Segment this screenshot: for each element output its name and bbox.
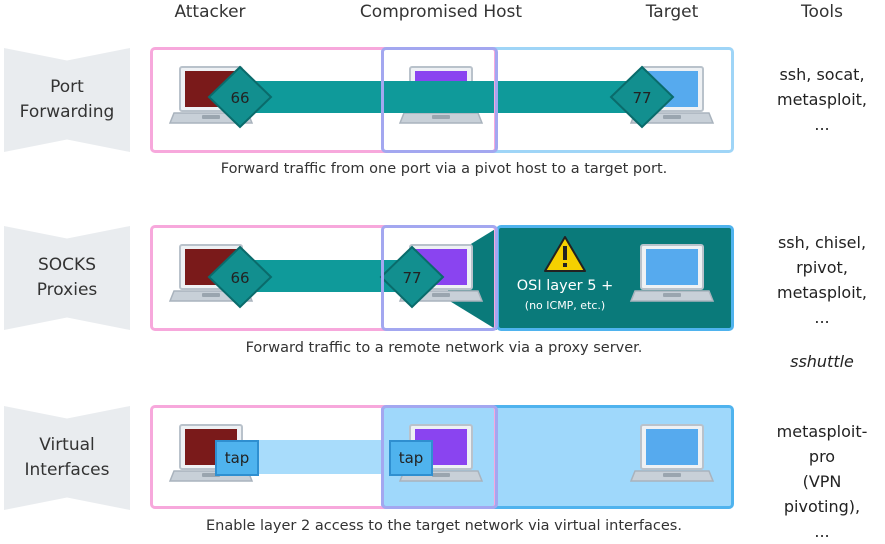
tap-interface-attacker: tap <box>215 440 259 476</box>
row-label-socks-proxies: SOCKS Proxies <box>4 226 130 330</box>
host-frame <box>381 225 498 331</box>
header-tools: Tools <box>801 2 843 22</box>
svg-text:66: 66 <box>230 89 249 107</box>
tools-port-forwarding: ssh, socat, metasploit, ... <box>776 65 868 134</box>
header-target: Target <box>645 2 699 22</box>
caption-port-forwarding: Forward traffic from one port via a pivo… <box>220 161 668 177</box>
port-diamond-icon: 77 <box>609 65 675 129</box>
row-label-port-forwarding: Port Forwarding <box>4 48 130 152</box>
header-attacker: Attacker <box>174 2 246 22</box>
tools-virtual-interfaces: metasploit-pro (VPN pivoting), ... <box>776 422 868 541</box>
svg-text:77: 77 <box>632 89 651 107</box>
tools-socks-extra: sshuttle <box>790 352 854 371</box>
target-laptop-icon <box>630 424 714 482</box>
row-label-virtual-interfaces: Virtual Interfaces <box>4 406 130 510</box>
caption-virtual-interfaces: Enable layer 2 access to the target netw… <box>206 518 682 534</box>
tools-socks-proxies: ssh, chisel, rpivot, metasploit, ... <box>776 233 868 327</box>
port-diamond-icon: 66 <box>207 65 273 129</box>
warning-icon <box>544 236 586 272</box>
socks-diagram: 66 77 <box>169 228 714 330</box>
caption-socks-proxies: Forward traffic to a remote network via … <box>245 340 643 356</box>
tap-interface-host: tap <box>389 440 433 476</box>
svg-text:66: 66 <box>230 269 249 287</box>
port-forward-tunnel <box>238 81 644 113</box>
port-diamond-icon: 77 <box>379 245 445 309</box>
port-forwarding-diagram: 66 77 <box>169 65 714 129</box>
header-compromised-host: Compromised Host <box>359 2 523 22</box>
network-layer-note: (no ICMP, etc.) <box>524 299 606 312</box>
host-frame <box>381 47 498 153</box>
svg-text:77: 77 <box>402 269 421 287</box>
network-layer-label: OSI layer 5 + <box>516 278 614 294</box>
host-frame <box>381 405 498 509</box>
port-diamond-icon: 66 <box>207 245 273 309</box>
